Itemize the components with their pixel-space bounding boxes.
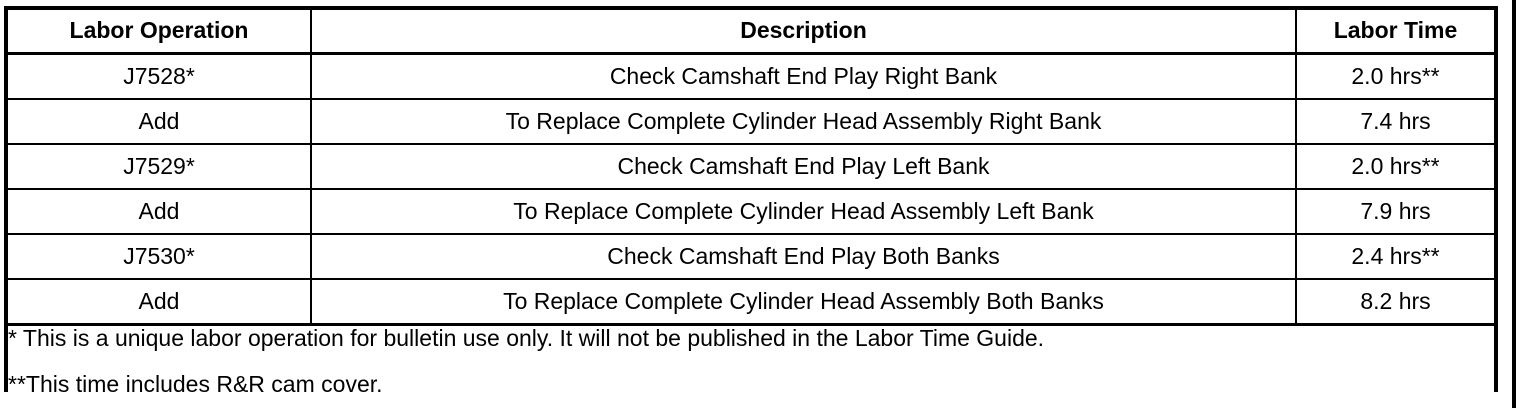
cell-description: Check Camshaft End Play Right Bank bbox=[311, 53, 1297, 100]
table-row: Add To Replace Complete Cylinder Head As… bbox=[8, 189, 1494, 235]
page-edge-rule bbox=[1512, 0, 1516, 408]
cell-description: Check Camshaft End Play Both Banks bbox=[311, 234, 1297, 280]
table-row: J7528* Check Camshaft End Play Right Ban… bbox=[8, 53, 1494, 100]
cell-labor-operation: Add bbox=[8, 99, 312, 145]
table-row: Add To Replace Complete Cylinder Head As… bbox=[8, 279, 1494, 326]
cell-description: To Replace Complete Cylinder Head Assemb… bbox=[311, 189, 1297, 235]
cell-labor-operation: Add bbox=[8, 189, 312, 235]
cell-labor-operation: Add bbox=[8, 279, 312, 326]
footnote-spacer bbox=[8, 350, 1494, 372]
cell-description: To Replace Complete Cylinder Head Assemb… bbox=[311, 279, 1297, 326]
column-header-labor-time: Labor Time bbox=[1296, 10, 1494, 55]
cell-labor-operation: J7528* bbox=[8, 53, 312, 100]
footnote-single-asterisk: * This is a unique labor operation for b… bbox=[8, 325, 1045, 351]
cell-labor-time: 7.9 hrs bbox=[1296, 189, 1494, 235]
table-row: J7530* Check Camshaft End Play Both Bank… bbox=[8, 234, 1494, 280]
table-row: Add To Replace Complete Cylinder Head As… bbox=[8, 99, 1494, 145]
labor-operation-table: Labor Operation Description Labor Time J… bbox=[8, 10, 1494, 396]
cell-labor-time: 8.2 hrs bbox=[1296, 279, 1494, 326]
table-row: J7529* Check Camshaft End Play Left Bank… bbox=[8, 144, 1494, 190]
table-footnotes: * This is a unique labor operation for b… bbox=[8, 324, 1494, 398]
table-header: Labor Operation Description Labor Time bbox=[8, 10, 1494, 55]
column-header-labor-operation: Labor Operation bbox=[8, 10, 312, 55]
labor-operation-table-container: Labor Operation Description Labor Time J… bbox=[4, 6, 1498, 396]
cell-labor-time: 2.0 hrs** bbox=[1296, 53, 1494, 100]
cell-labor-time: 7.4 hrs bbox=[1296, 99, 1494, 145]
table-footnotes-row: * This is a unique labor operation for b… bbox=[8, 324, 1494, 398]
footnote-double-asterisk: **This time includes R&R cam cover. bbox=[8, 371, 383, 398]
cell-labor-time: 2.4 hrs** bbox=[1296, 234, 1494, 280]
cell-labor-operation: J7530* bbox=[8, 234, 312, 280]
column-header-description: Description bbox=[311, 10, 1297, 55]
cell-labor-operation: J7529* bbox=[8, 144, 312, 190]
table-body: J7528* Check Camshaft End Play Right Ban… bbox=[8, 53, 1494, 398]
cell-labor-time: 2.0 hrs** bbox=[1296, 144, 1494, 190]
cell-description: To Replace Complete Cylinder Head Assemb… bbox=[311, 99, 1297, 145]
table-header-row: Labor Operation Description Labor Time bbox=[8, 10, 1494, 55]
cell-description: Check Camshaft End Play Left Bank bbox=[311, 144, 1297, 190]
